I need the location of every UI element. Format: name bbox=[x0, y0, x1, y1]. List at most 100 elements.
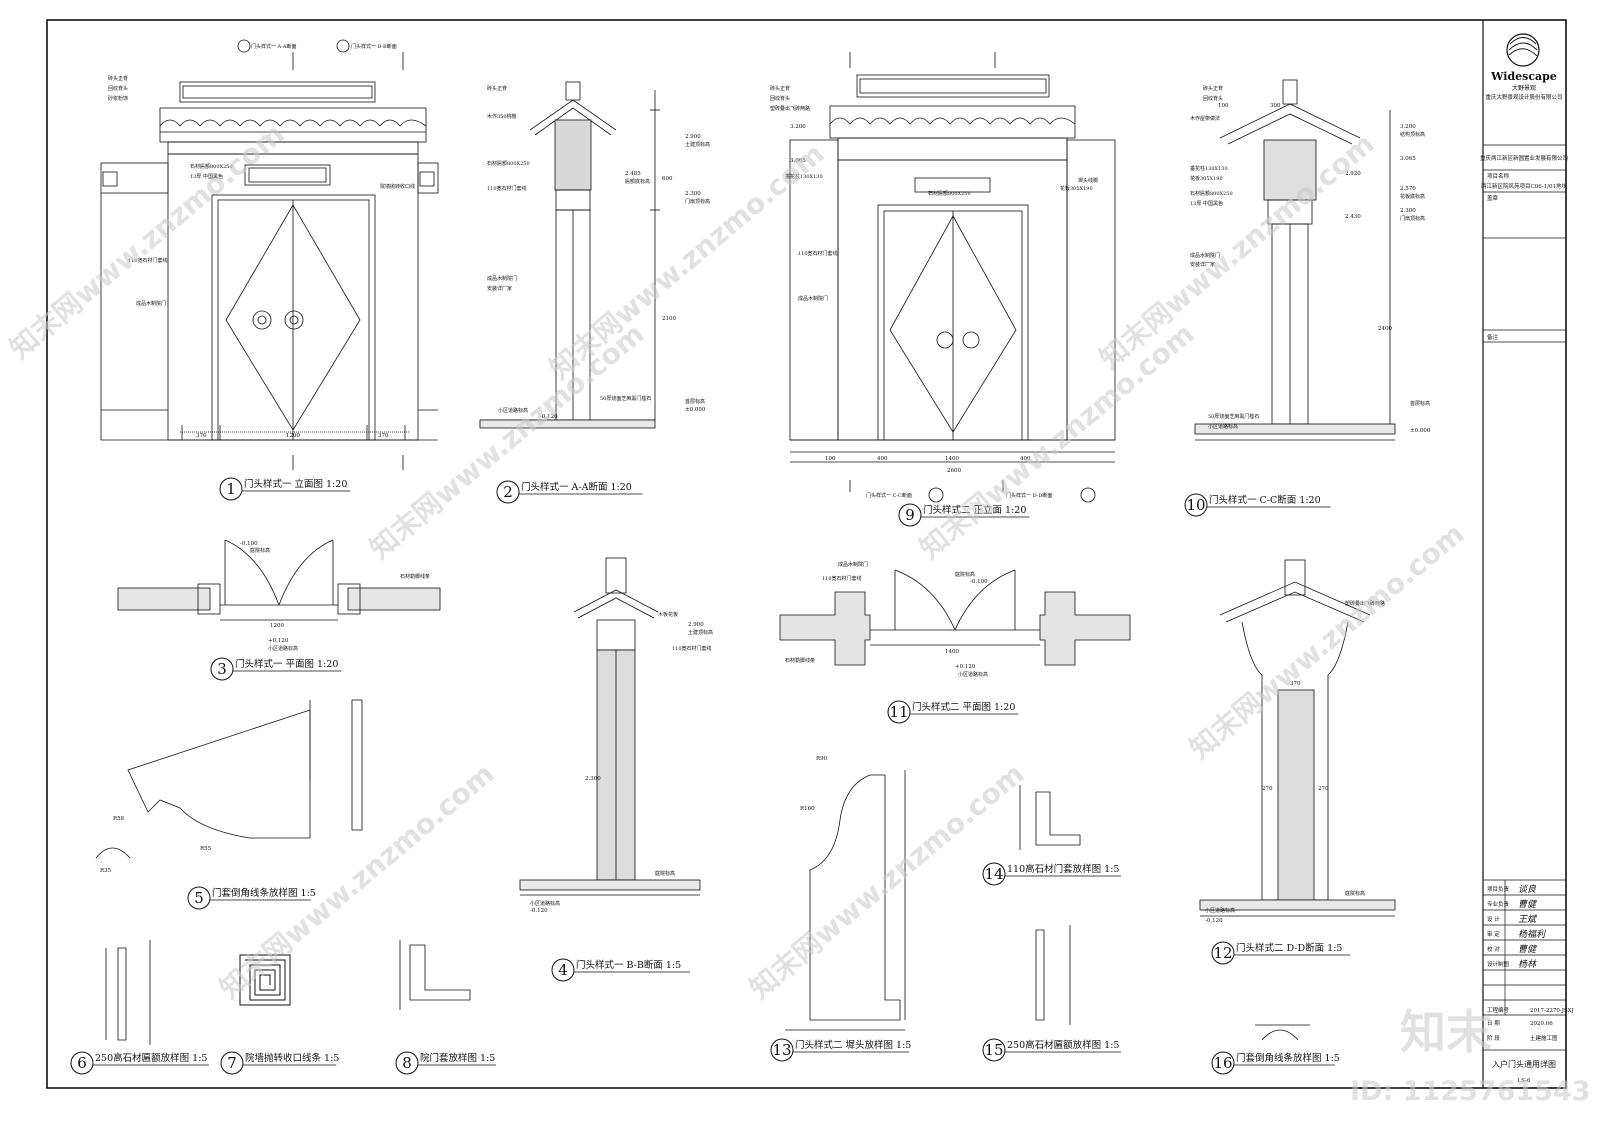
dim-370-12: 370 bbox=[1290, 681, 1301, 687]
label-vendor: 安装详厂家 bbox=[487, 285, 512, 292]
drawing-title: 门头样式二 正立面 1:20 bbox=[923, 504, 1026, 516]
drawing-1-elevation bbox=[100, 39, 439, 470]
drawing-number: 3 bbox=[217, 660, 227, 678]
drawing-title: 250高石材匾额放样图 1:5 bbox=[95, 1052, 207, 1064]
drawing-number: 5 bbox=[194, 889, 204, 907]
signoff-signature: 曹健 bbox=[1518, 899, 1538, 910]
label-wood-door-10: 成品木制院门 bbox=[1190, 252, 1220, 259]
label-plaque-top: 匾额底标高 bbox=[625, 178, 650, 185]
note-label: 备注 bbox=[1487, 333, 1499, 341]
drawing-number-circle bbox=[210, 657, 234, 681]
dim-1400-11: 1400 bbox=[945, 649, 959, 655]
stage-label: 阶 段 bbox=[1487, 1034, 1500, 1042]
project-label: 项目名称 bbox=[1487, 172, 1510, 180]
elev-m120: -0.120 bbox=[540, 414, 558, 420]
label-road-b: 小区道路标高 bbox=[530, 900, 560, 907]
drawing-13-text: R90 R160 bbox=[800, 756, 828, 812]
label-hanging-post: 垂花柱130X130 bbox=[785, 173, 823, 180]
label-stone-surround: 石材勒脚线条 bbox=[400, 573, 430, 580]
label-road: 小区道路标高 bbox=[498, 407, 528, 414]
drawing-title: 门套倒角线条放样图 1:5 bbox=[1236, 1052, 1340, 1064]
label-wood-door-11: 成品木制院门 bbox=[838, 561, 868, 568]
drawing-number: 7 bbox=[227, 1054, 237, 1072]
dim-400b-9: 400 bbox=[1020, 456, 1031, 462]
dim-2300-b: 2.300 bbox=[585, 776, 601, 782]
dim-r55: R55 bbox=[200, 846, 212, 852]
dim-270a-12: 270 bbox=[1262, 786, 1273, 792]
label-corbel: 墀头线脚 bbox=[1078, 177, 1098, 184]
label-purlin: 木作350桃檐 bbox=[487, 113, 517, 120]
title-block-text: Widescape 大野景观 重庆大野景观设计股份有限公司 重庆两江新区新圆置业… bbox=[1480, 70, 1574, 1084]
drawing-number: 2 bbox=[503, 483, 513, 501]
date-label: 日 期 bbox=[1487, 1020, 1500, 1027]
label-sink-10: 50厚烧面芝麻黑门槛石 bbox=[1208, 413, 1259, 420]
signoff-role: 专业负责 bbox=[1487, 900, 1510, 908]
signoff-role: 项目负责 bbox=[1487, 885, 1510, 893]
drawing-16-profile bbox=[1255, 1024, 1310, 1041]
drawing-13-profile bbox=[785, 770, 906, 1031]
label-door-trim-2: 110宽石材门套线 bbox=[487, 185, 527, 192]
drawing-title: 门头样式二 平面图 1:20 bbox=[912, 701, 1015, 713]
label-ridge: 砖头正脊 bbox=[108, 75, 128, 82]
elev-m100-11: -0.100 bbox=[970, 579, 988, 585]
watermark-4: 知末网www.znzmo.com bbox=[913, 317, 1200, 565]
drawing-number-circle bbox=[898, 503, 922, 527]
drawing-9-elevation bbox=[789, 52, 1116, 503]
dim-2400-10: 2400 bbox=[1378, 326, 1392, 332]
project-name: 两江新区院风苑项目C06-1/01地块 bbox=[1481, 182, 1567, 190]
label-road-12: 小区道路标高 bbox=[1205, 907, 1235, 914]
label-road-10: 小区道路标高 bbox=[1208, 423, 1238, 430]
label-glazed: 塑砖叠出飞砖两路 bbox=[770, 105, 810, 112]
dim-600: 600 bbox=[662, 176, 673, 182]
drawing-4-text: 木板花板 2.900 土建顶标高 110宽石材门套线 2.300 小区道路标高 … bbox=[530, 611, 713, 914]
label-wood-board: 木板花板 bbox=[658, 611, 678, 618]
signoff-role: 审 定 bbox=[1487, 930, 1500, 938]
drawing-title: 250高石材匾额放样图 1:5 bbox=[1007, 1039, 1119, 1051]
label-yard-12: 庭院标高 bbox=[1345, 890, 1365, 897]
dim-2100: 2100 bbox=[662, 316, 676, 322]
label-plaque-2: 石材匾额800X250 bbox=[487, 160, 530, 167]
label-plaster: 砂浆粉饰 bbox=[108, 95, 128, 102]
elev-3065-10: 3.065 bbox=[1400, 156, 1416, 162]
label-ridge-10: 砖头正脊 bbox=[1203, 85, 1223, 92]
drawing-number-circle bbox=[770, 1038, 794, 1062]
dim-400-9: 400 bbox=[877, 456, 888, 462]
elev-2570-10: 2.570 bbox=[1400, 186, 1416, 192]
drawing-title: 门头样式一 平面图 1:20 bbox=[235, 658, 338, 670]
drawing-title: 院墙抛转收口线条 1:5 bbox=[245, 1052, 339, 1064]
sheet-title: 入户门头通用详图 bbox=[1492, 1059, 1556, 1069]
signoff-signature: 王斌 bbox=[1518, 914, 1538, 925]
elev-3200-10: 3.200 bbox=[1400, 124, 1416, 130]
dim-1200: 1200 bbox=[286, 433, 300, 439]
label-plaque: 石材匾额800X250 bbox=[190, 163, 233, 170]
label-top: 土建顶标高 bbox=[685, 141, 710, 148]
elev-3200-9: 3.200 bbox=[790, 124, 806, 130]
label-ridge-tile-10: 回纹脊头 bbox=[1203, 95, 1223, 102]
dim-r160: R160 bbox=[800, 806, 815, 812]
label-hanging-10: 垂花柱130X130 bbox=[1190, 165, 1228, 172]
label-flower-10: 花板305X190 bbox=[1190, 175, 1223, 182]
label-door-top: 门扇顶标高 bbox=[685, 198, 710, 205]
drawing-number-circle bbox=[220, 1051, 244, 1075]
drawing-title: 门头样式一 C-C断面 1:20 bbox=[1209, 494, 1321, 506]
elev-p120-11: +0.120 bbox=[955, 664, 976, 670]
label-door-top-10: 门扇顶标高 bbox=[1400, 215, 1425, 222]
firm-name: 重庆大野景观设计股份有限公司 bbox=[1485, 93, 1562, 101]
seal-label: 盖章 bbox=[1487, 194, 1499, 202]
label-ridge-9: 砖头正脊 bbox=[770, 85, 790, 92]
label-struct-top: 结构顶标高 bbox=[1400, 131, 1425, 138]
drawing-12-text: 塑砖叠出飞砖两路 370 270 270 小区道路标高 -0.120 庭院标高 bbox=[1205, 600, 1385, 924]
date: 2020.06 bbox=[1530, 1021, 1553, 1027]
elev-m120-b: -0.120 bbox=[530, 908, 548, 914]
drawing-number-circle bbox=[1211, 941, 1235, 965]
sheet-border bbox=[46, 19, 1567, 1089]
drawing-12-section bbox=[1199, 559, 1396, 917]
